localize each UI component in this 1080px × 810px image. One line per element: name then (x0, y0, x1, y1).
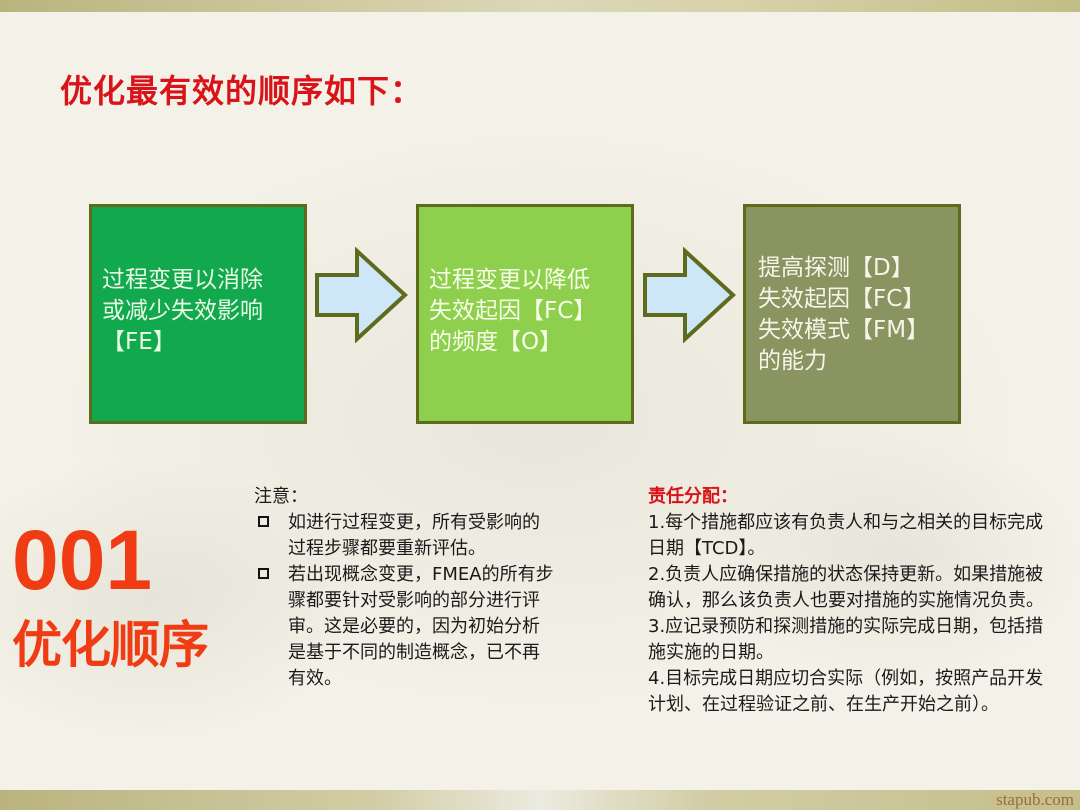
flow-step-2-line: 的频度【O】 (429, 329, 563, 355)
flow-step-1-line: 或减少失效影响 (102, 298, 263, 324)
page-title: 优化最有效的顺序如下： (60, 72, 424, 110)
responsibility-item: 1.每个措施都应该有负责人和与之相关的目标完成日期【TCD】。 (648, 512, 1044, 559)
section-label: 优化顺序 (12, 616, 209, 674)
flow-step-3-line: 失效模式【FM】 (758, 317, 930, 343)
flow-step-3-line: 失效起因【FC】 (758, 286, 926, 312)
flow-step-3-line: 提高探测【D】 (758, 255, 914, 281)
flow-step-1-eliminate-fe: 过程变更以消除 或减少失效影响 【FE】 (89, 204, 307, 424)
responsibility-title: 责任分配： (648, 486, 738, 507)
note-text: 若出现概念变更，FMEA的所有步骤都要针对受影响的部分进行评审。这是必要的，因为… (288, 564, 554, 689)
flow-step-3-improve-detection: 提高探测【D】 失效起因【FC】 失效模式【FM】 的能力 (743, 204, 961, 424)
responsibility-item: 4.目标完成日期应切合实际（例如，按照产品开发计划、在过程验证之前、在生产开始之… (648, 668, 1044, 715)
notes-title: 注意： (254, 486, 308, 507)
flow-step-3-line: 的能力 (758, 348, 827, 374)
note-item: 若出现概念变更，FMEA的所有步骤都要针对受影响的部分进行评审。这是必要的，因为… (254, 562, 554, 692)
note-item: 如进行过程变更，所有受影响的过程步骤都要重新评估。 (254, 510, 554, 562)
flow-step-2-line: 过程变更以降低 (429, 267, 590, 293)
responsibility-item: 3.应记录预防和探测措施的实际完成日期，包括措施实施的日期。 (648, 616, 1044, 663)
right-arrow-icon (315, 247, 408, 343)
section-number: 001 (12, 513, 153, 607)
note-text: 如进行过程变更，所有受影响的过程步骤都要重新评估。 (288, 512, 540, 559)
responsibility-block: 责任分配： 1.每个措施都应该有负责人和与之相关的目标完成日期【TCD】。 2.… (648, 484, 1048, 718)
hollow-square-icon (258, 568, 269, 579)
flow-step-1-line: 【FE】 (102, 329, 176, 355)
flow-step-2-reduce-occurrence: 过程变更以降低 失效起因【FC】 的频度【O】 (416, 204, 634, 424)
notes-block: 注意： 如进行过程变更，所有受影响的过程步骤都要重新评估。 若出现概念变更，FM… (254, 484, 554, 692)
top-decorative-band (0, 0, 1080, 12)
responsibility-item: 2.负责人应确保措施的状态保持更新。如果措施被确认，那么该负责人也要对措施的实施… (648, 564, 1044, 611)
watermark: stapub.com (996, 790, 1074, 809)
flow-step-2-line: 失效起因【FC】 (429, 298, 597, 324)
bottom-decorative-band (0, 790, 1080, 810)
hollow-square-icon (258, 516, 269, 527)
flow-step-1-line: 过程变更以消除 (102, 267, 263, 293)
right-arrow-icon (643, 247, 736, 343)
